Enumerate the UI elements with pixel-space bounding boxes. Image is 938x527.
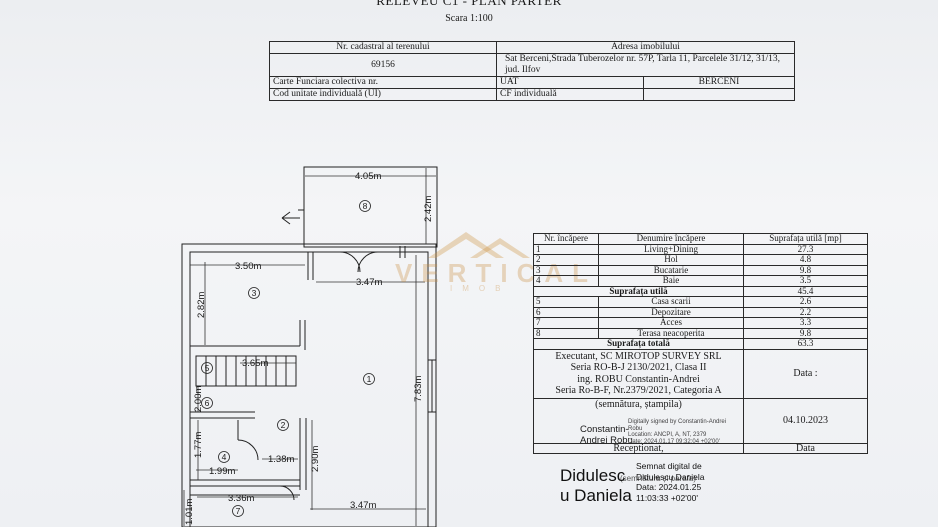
- dim-2-90: 2.90m: [310, 446, 321, 472]
- dim-2-42: 2.42m: [423, 196, 434, 222]
- col-name: Denumire încăpere: [598, 233, 744, 245]
- col-nr: Nr. încăpere: [533, 233, 599, 245]
- table-row: 1 Living+Dining 27.3: [533, 243, 868, 255]
- dim-1-01: 1.01m: [184, 499, 195, 525]
- table-row: 7 Acces 3.3: [533, 317, 868, 329]
- dim-1-77: 1.77m: [193, 432, 204, 458]
- col-area: Suprafața utilă [mp]: [743, 233, 868, 245]
- dim-1-99: 1.99m: [209, 466, 235, 477]
- room-label-1: 1: [367, 374, 372, 384]
- address-value: Sat Berceni,Strada Tuberozelor nr. 57P, …: [496, 53, 795, 77]
- dim-3-36: 3.36m: [228, 493, 254, 504]
- inner-wall: [189, 251, 429, 527]
- room-label-5: 5: [205, 363, 210, 373]
- room-label-2: 2: [281, 420, 286, 430]
- table-row: 6 Depozitare 2.2: [533, 306, 868, 318]
- watermark-subtext: IMOB: [450, 284, 511, 293]
- data2-label: Data: [743, 442, 868, 454]
- room-label-6: 6: [205, 398, 210, 408]
- dim-3-50: 3.50m: [235, 261, 261, 272]
- executant-cell: Executant, SC MIROTOP SURVEY SRL Seria R…: [533, 348, 744, 399]
- table-row: 3 Bucatarie 9.8: [533, 264, 868, 276]
- table-row: 2 Hol 4.8: [533, 254, 868, 266]
- grand-total-row: Suprafața totală 63.3: [533, 338, 868, 350]
- digital-sign-note: Digitally signed by Constantin-Andrei Ro…: [628, 419, 727, 445]
- sign-note: (semnătura și parafa): [620, 474, 697, 483]
- signer-name: Constantin- Andrei Robu: [580, 424, 633, 446]
- rooms-table: Nr. încăpere Denumire încăpere Suprafața…: [533, 233, 868, 454]
- digital-signature-block: Semnat digital de Didulescu Daniela Data…: [636, 461, 705, 503]
- table-row: 4 Baie 3.5: [533, 275, 868, 287]
- document-title: RELEVEU C1 - PLAN PARTER: [376, 0, 562, 8]
- handwritten-signature: Didulesc u Daniela: [560, 466, 632, 505]
- cf-value: [643, 88, 795, 101]
- dim-7-83: 7.83m: [413, 376, 424, 402]
- dim-3-47-top: 3.47m: [356, 277, 382, 288]
- room-label-8: 8: [363, 201, 368, 211]
- dim-3-65: 3.65m: [242, 358, 268, 369]
- dim-3-47-bottom: 3.47m: [350, 500, 376, 511]
- useful-total-row: Suprafața utilă 45.4: [533, 285, 868, 297]
- watermark-roof-icon: [428, 232, 530, 258]
- date-value: 04.10.2023: [743, 397, 868, 444]
- dim-2-82: 2.82m: [196, 292, 207, 318]
- dim-2-00: 2.00m: [193, 386, 204, 412]
- signature-cell: (semnătura, ștampila): [533, 397, 744, 444]
- terrace-outline: [303, 166, 438, 248]
- room-label-3: 3: [252, 288, 257, 298]
- outer-wall: [181, 243, 437, 527]
- dim-1-38: 1.38m: [268, 454, 294, 465]
- table-row: 5 Casa scarii 2.6: [533, 296, 868, 308]
- property-info-table: Nr. cadastral al terenului Adresa imobil…: [269, 41, 795, 101]
- room-label-4: 4: [222, 452, 227, 462]
- table-row: 8 Terasa neacoperita 9.8: [533, 327, 868, 339]
- room-label-7: 7: [236, 506, 241, 516]
- cf-label: CF individuală: [496, 88, 644, 101]
- document-scale: Scara 1:100: [445, 13, 493, 24]
- dim-4-05: 4.05m: [355, 171, 381, 182]
- data-label: Data :: [743, 348, 868, 399]
